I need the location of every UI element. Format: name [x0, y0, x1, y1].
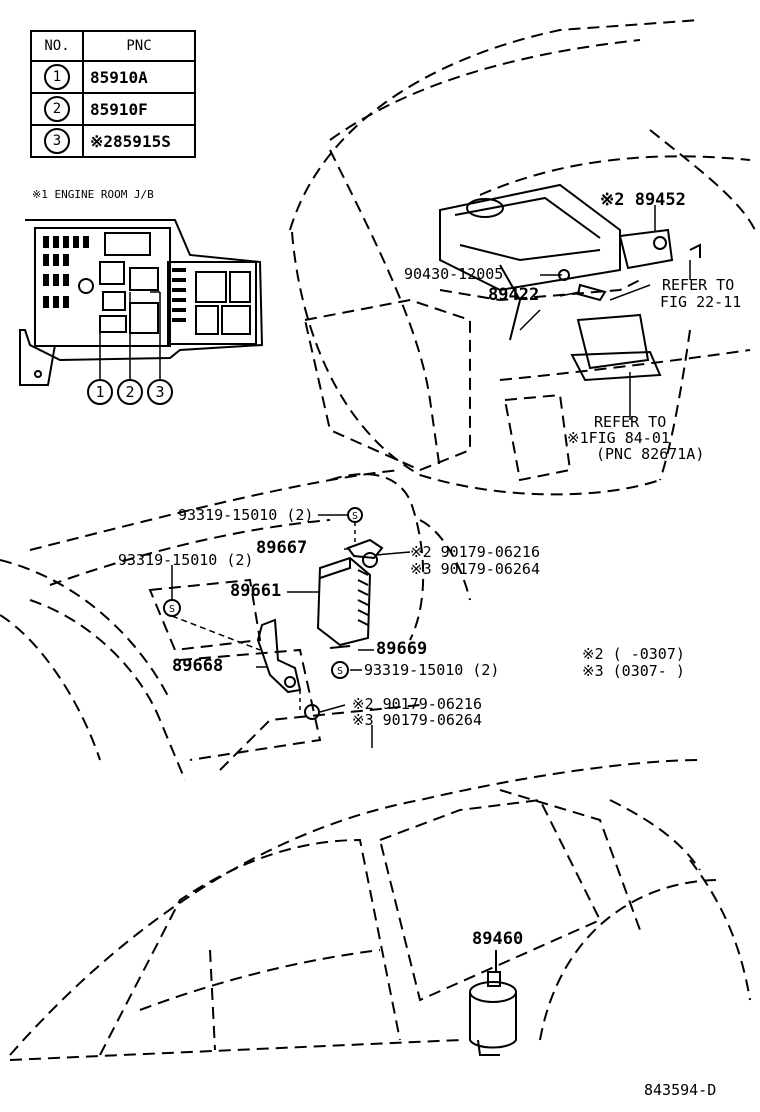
jb-callout-circles: [87, 379, 173, 405]
note-3: ※3 (0307- ): [582, 662, 685, 680]
label-nut-right: 93319-15010 (2): [364, 661, 500, 679]
row-number: 2: [44, 96, 70, 122]
refer-22-line2: FIG 22-11: [660, 293, 742, 311]
table-row: 2 85910F: [30, 92, 196, 126]
label-screw-a-2: ※2 90179-06216: [410, 543, 540, 561]
note-2: ※2 ( -0307): [582, 645, 685, 663]
row-pnc: ※285915S: [82, 124, 196, 158]
jb-callout-1: 1: [95, 383, 104, 401]
label-nut-top: 93319-15010 (2): [178, 506, 314, 524]
row-pnc: 85910A: [82, 60, 196, 94]
jb-callout-numbers: 1 2 3: [95, 383, 164, 401]
refer-22-line1: REFER TO: [662, 276, 735, 294]
jb-title: ※1 ENGINE ROOM J/B: [32, 188, 154, 201]
engine-leaders: [519, 205, 691, 420]
interior-leaders: [171, 514, 411, 748]
header-pnc: PNC: [82, 30, 196, 62]
figure-code: 843594-D: [644, 1081, 717, 1099]
refer-84-line3: (PNC 82671A): [596, 445, 705, 463]
table-header-row: NO. PNC: [30, 30, 196, 62]
rear-sensor: [469, 950, 517, 1056]
fuse-row: [43, 236, 186, 322]
refer-84-line1: REFER TO: [594, 413, 667, 431]
label-screw-a-3: ※3 90179-06264: [410, 560, 540, 578]
vehicle-outline-front: [289, 19, 756, 496]
interior-outline: [0, 469, 471, 781]
label-89669: 89669: [376, 639, 428, 659]
jb-leaders: [99, 291, 161, 380]
engine-assembly: [439, 183, 701, 382]
junction-block: [19, 219, 264, 386]
jb-callout-2: 2: [125, 383, 134, 401]
label-89668: 89668: [172, 656, 224, 676]
svg-text:S: S: [352, 511, 358, 522]
label-89667: 89667: [256, 538, 308, 558]
label-89460: 89460: [472, 929, 524, 949]
label-screw-b-3: ※3 90179-06264: [352, 711, 482, 729]
pnc-table: NO. PNC 1 85910A 2 85910F 3 ※285915S: [30, 30, 196, 158]
label-89661: 89661: [230, 581, 282, 601]
svg-text:S: S: [337, 666, 343, 677]
row-pnc: 85910F: [82, 92, 196, 126]
table-row: 3 ※285915S: [30, 124, 196, 158]
ecu-assembly: [163, 507, 384, 720]
row-number: 1: [44, 64, 70, 90]
label-nut-left: 93319-15010 (2): [118, 551, 254, 569]
vehicle-outline-rear: [9, 759, 751, 1061]
table-row: 1 85910A: [30, 60, 196, 94]
label-90430: 90430-12005: [404, 265, 504, 283]
svg-text:S: S: [169, 604, 175, 615]
row-number: 3: [44, 128, 70, 154]
nut-markers: S S S: [169, 511, 358, 677]
refer-84-line2: ※1FIG 84-01: [567, 429, 670, 447]
header-no: NO.: [30, 30, 84, 62]
label-89452: ※2 89452: [600, 190, 686, 210]
jb-callout-3: 3: [155, 383, 164, 401]
label-screw-b-2: ※2 90179-06216: [352, 695, 482, 713]
label-89422: 89422: [488, 285, 540, 305]
